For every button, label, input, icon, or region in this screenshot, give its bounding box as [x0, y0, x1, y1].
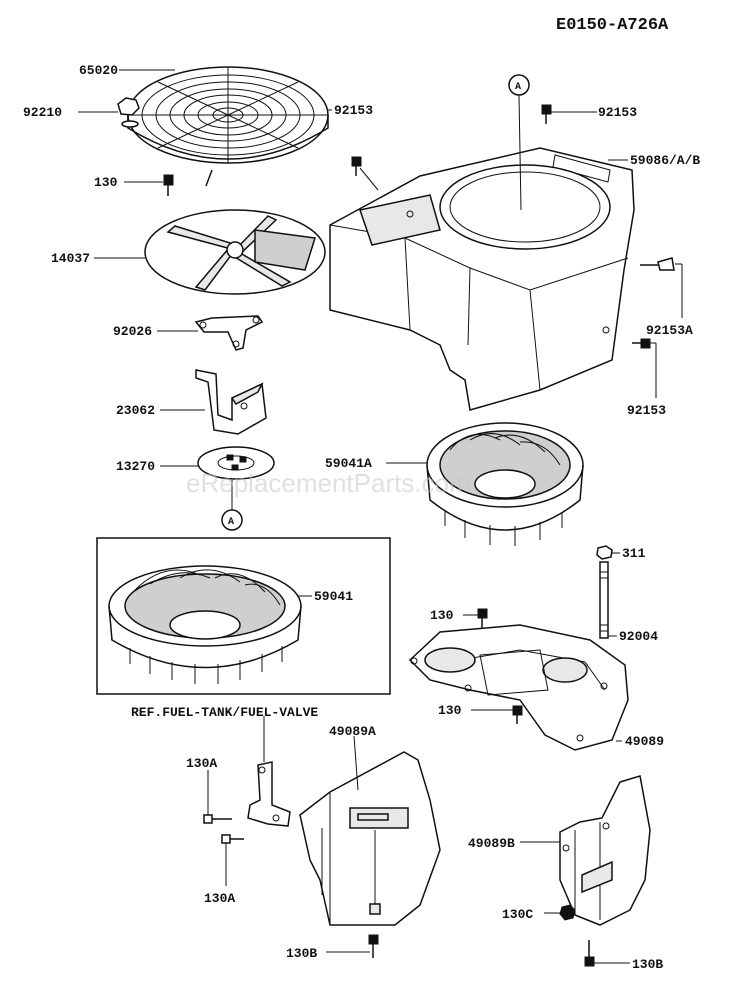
label-130B-left: 130B [286, 946, 317, 961]
label-49089A: 49089A [329, 724, 376, 739]
label-130A-top: 130A [186, 756, 217, 771]
reference-box-59041 [96, 537, 391, 695]
blower-housing-illustration [329, 147, 635, 411]
label-59041A: 59041A [325, 456, 372, 471]
label-23062: 23062 [116, 403, 155, 418]
bracket-23062-illustration [195, 369, 267, 435]
label-92153-lower: 92153 [627, 403, 666, 418]
bolt-130B-left-illustration [368, 934, 379, 958]
label-130-mid: 130 [430, 608, 454, 623]
nut-92210-illustration [117, 97, 140, 128]
stud-92004-illustration [599, 561, 609, 639]
flywheel-59041-illustration [108, 565, 302, 684]
label-49089B: 49089B [468, 836, 515, 851]
label-130C: 130C [502, 907, 533, 922]
label-92153-right: 92153 [598, 105, 637, 120]
nut-311-illustration [596, 545, 613, 560]
watermark: eReplacementParts.com [186, 468, 471, 498]
label-92153A: 92153A [646, 323, 693, 338]
bolt-130A-bottom [221, 834, 244, 844]
leader-lines [78, 69, 683, 964]
ref-marker-letter: A [228, 517, 234, 528]
bolt-130-top-illustration [163, 174, 174, 196]
reference-note: REF.FUEL-TANK/FUEL-VALVE [131, 705, 318, 720]
flywheel-59041A-illustration [426, 422, 584, 546]
screw-92153-top [351, 156, 362, 176]
reference-marker-a-left: A [221, 480, 243, 531]
label-13270: 13270 [116, 459, 155, 474]
label-49089: 49089 [625, 734, 664, 749]
label-130-top: 130 [94, 175, 118, 190]
label-59041: 59041 [314, 589, 353, 604]
label-14037: 14037 [51, 251, 90, 266]
shield-49089A-illustration [299, 751, 441, 926]
reference-marker-a-right: A [508, 74, 530, 211]
part-labels: 65020 92210 92153 130 14037 92026 23062 … [23, 63, 700, 972]
label-92026: 92026 [113, 324, 152, 339]
fan-screen-illustration [127, 66, 329, 187]
disc-13270-illustration [197, 446, 275, 480]
label-92210: 92210 [23, 105, 62, 120]
screw-92153-lower [632, 338, 651, 349]
ref-marker-letter-2: A [515, 82, 521, 93]
bracket-130A-illustration [247, 761, 291, 827]
shield-49089B-illustration [559, 775, 651, 926]
label-130A-bottom: 130A [204, 891, 235, 906]
label-92153-top: 92153 [334, 103, 373, 118]
label-130-lower: 130 [438, 703, 462, 718]
screw-92153A [640, 257, 675, 271]
diagram-code: E0150-A726A [556, 16, 669, 35]
screw-92153-right [541, 104, 552, 124]
label-65020: 65020 [79, 63, 118, 78]
label-311: 311 [622, 546, 646, 561]
bolt-130-lower-illustration [512, 705, 523, 724]
bracket-92026-illustration [194, 315, 264, 351]
label-59086: 59086/A/B [630, 153, 700, 168]
bolt-130B-right-illustration [584, 940, 595, 967]
fan-plate-illustration [144, 209, 326, 295]
nut-130C-illustration [559, 904, 576, 921]
label-92004: 92004 [619, 629, 658, 644]
label-130B-right: 130B [632, 957, 663, 972]
bolt-130-mid-illustration [477, 608, 488, 630]
bolt-130A-top [203, 814, 232, 824]
base-plate-49089-illustration [408, 624, 629, 751]
